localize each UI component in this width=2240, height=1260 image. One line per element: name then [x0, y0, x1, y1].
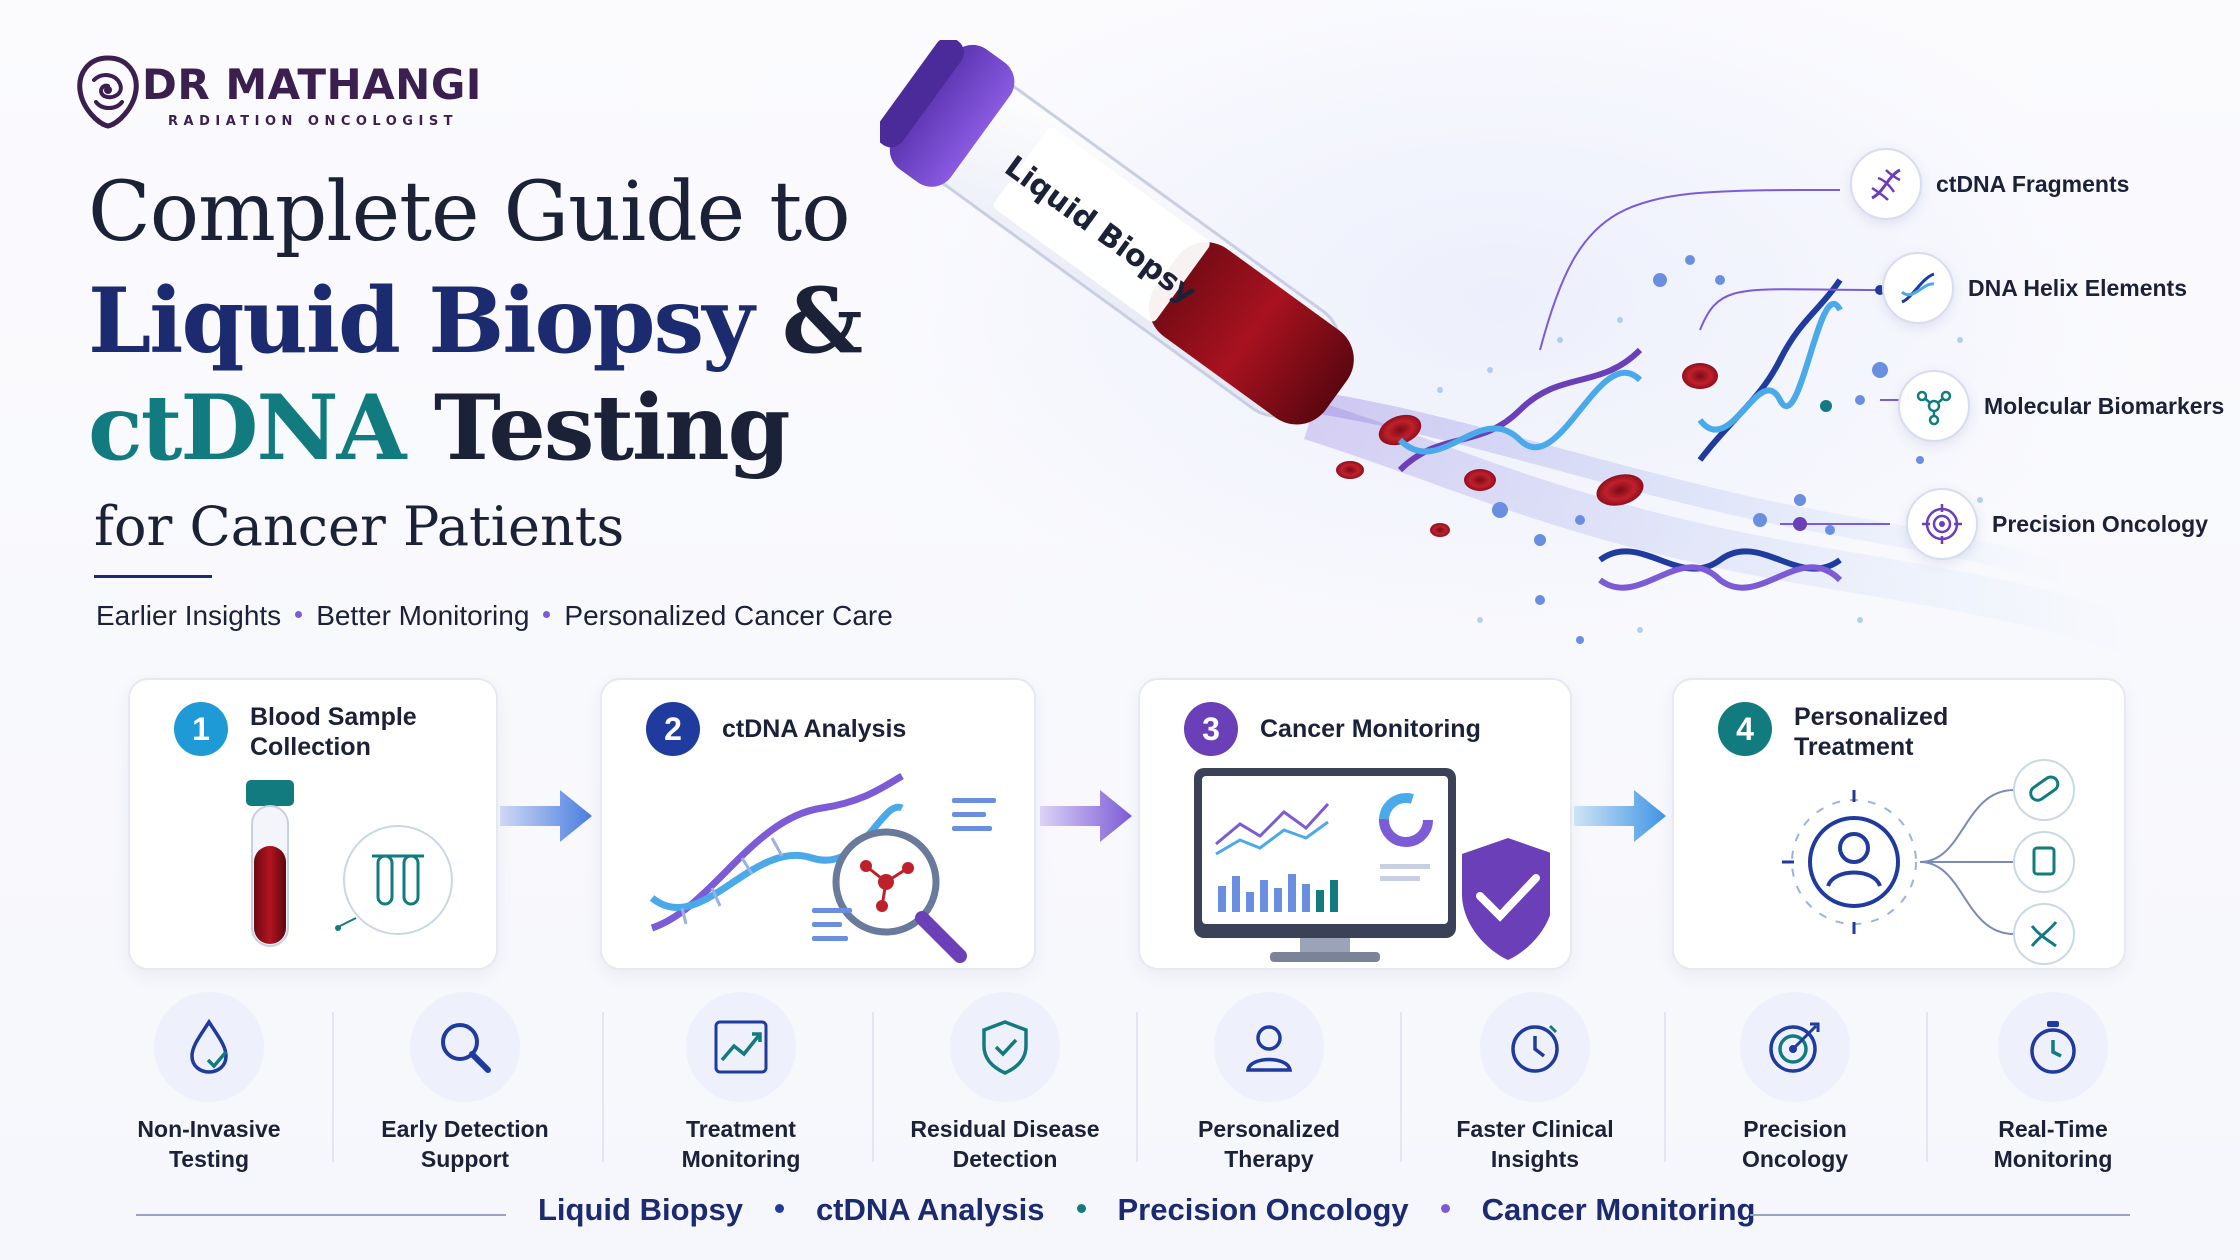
title-liquid-biopsy: Liquid Biopsy [88, 268, 754, 374]
feature-divider [872, 1012, 874, 1162]
page-title-line1: Complete Guide to [88, 165, 851, 260]
monitor-dashboard-icon [1194, 768, 1550, 962]
stopwatch-icon [1998, 992, 2108, 1102]
dna-helix-icon [1882, 252, 1954, 324]
feature-divider [332, 1012, 334, 1162]
page-subtitle: for Cancer Patients [94, 495, 625, 558]
step-card-ctdna-analysis: 2 ctDNA Analysis [600, 678, 1036, 970]
footer-dot [1440, 1204, 1450, 1214]
footer-dot [1076, 1204, 1086, 1214]
tagline-dot [543, 611, 551, 619]
footer-dot [774, 1204, 784, 1214]
footer-line-right [1750, 1214, 2130, 1216]
brand-subtitle: RADIATION ONCOLOGIST [168, 114, 459, 129]
tagline-item: Earlier Insights [96, 600, 282, 631]
dna-magnifier-icon [649, 772, 996, 963]
step-number-badge: 2 [646, 702, 700, 756]
trend-chart-icon [686, 992, 796, 1102]
page-title-line3: ctDNA Testing [88, 375, 791, 481]
dna-icon [1850, 148, 1922, 220]
title-ctdna: ctDNA [88, 375, 407, 481]
person-icon [1214, 992, 1324, 1102]
callout-ctdna-fragments: ctDNA Fragments [1850, 148, 2129, 220]
title-testing: Testing [433, 375, 791, 481]
step-number-badge: 1 [174, 702, 228, 756]
title-underline [94, 575, 212, 578]
page-title-line2: Liquid Biopsy & [88, 268, 863, 374]
footer-keywords: Liquid Biopsy ctDNA Analysis Precision Onc… [0, 1192, 2240, 1236]
step-number-badge: 4 [1718, 702, 1772, 756]
target-icon [1906, 488, 1978, 560]
target-arrow-icon [1740, 992, 1850, 1102]
title-ampersand: & [781, 268, 863, 374]
droplet-check-icon [154, 992, 264, 1102]
footer-item: Cancer Monitoring [1481, 1192, 1756, 1227]
tagline-item: Personalized Cancer Care [564, 600, 893, 631]
step-arrow-icon [1040, 790, 1132, 842]
feature-divider [1136, 1012, 1138, 1162]
callout-label: DNA Helix Elements [1968, 274, 2187, 301]
tagline: Earlier Insights Better Monitoring Persona… [96, 600, 893, 632]
step-title: Cancer Monitoring [1260, 715, 1481, 743]
hero-illustration: Liquid Biopsy [880, 40, 2148, 659]
footer-item: Precision Oncology [1117, 1192, 1409, 1227]
feature-divider [1664, 1012, 1666, 1162]
callout-molecular-biomarkers: Molecular Biomarkers [1898, 370, 2224, 442]
step-card-cancer-monitoring: 3 Cancer Monitoring [1138, 678, 1572, 970]
blood-tube-icon [246, 780, 453, 947]
feature-divider [1926, 1012, 1928, 1162]
feature-divider [1400, 1012, 1402, 1162]
logo-emblem-icon [77, 55, 139, 129]
clock-icon [1480, 992, 1590, 1102]
step-arrow-icon [1574, 790, 1666, 842]
molecule-icon [1898, 370, 1970, 442]
footer-items: Liquid Biopsy ctDNA Analysis Precision Onc… [538, 1192, 1755, 1228]
tagline-dot [295, 611, 303, 619]
personalized-treatment-icon [1782, 759, 2075, 965]
brand-logo: DR MATHANGI RADIATION ONCOLOGIST [72, 52, 512, 136]
brand-name: DR MATHANGI [142, 60, 482, 109]
footer-item: Liquid Biopsy [538, 1192, 743, 1227]
step-arrow-icon [500, 790, 592, 842]
callout-precision-oncology: Precision Oncology [1906, 488, 2208, 560]
footer-line-left [136, 1214, 506, 1216]
tagline-item: Better Monitoring [316, 600, 530, 631]
step-number-badge: 3 [1184, 702, 1238, 756]
footer-item: ctDNA Analysis [815, 1192, 1045, 1227]
callout-dna-helix: DNA Helix Elements [1882, 252, 2187, 324]
feature-divider [602, 1012, 604, 1162]
callout-label: Molecular Biomarkers [1984, 392, 2225, 419]
magnifier-icon [410, 992, 520, 1102]
callout-label: Precision Oncology [1992, 510, 2208, 537]
step-title: ctDNA Analysis [722, 715, 907, 743]
shield-check-icon [950, 992, 1060, 1102]
callout-label: ctDNA Fragments [1936, 170, 2130, 197]
